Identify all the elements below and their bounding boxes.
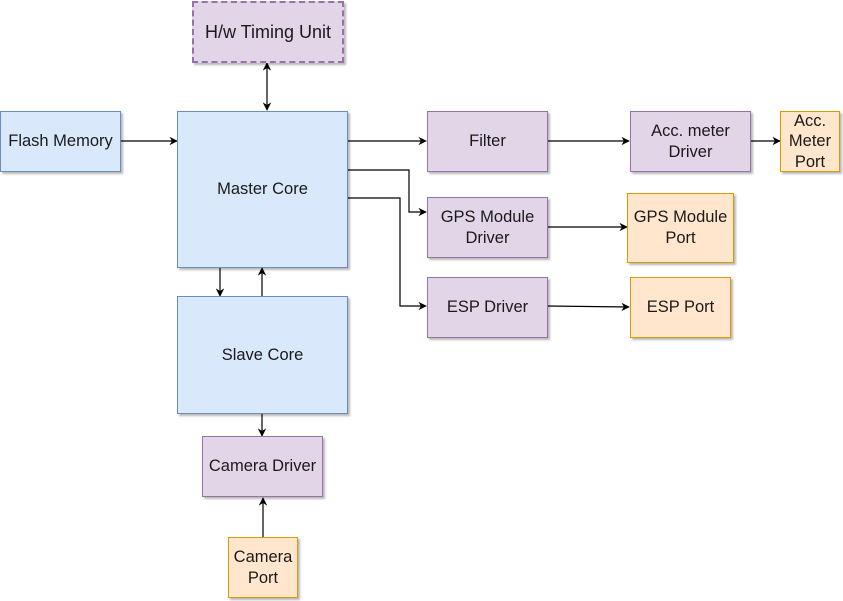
edge-esp-driver-esp-port [546,302,630,312]
acc-meter-driver-node: Acc. meter Driver [630,111,751,172]
gps-module-driver-label: GPS Module Driver [440,207,535,247]
flash-memory-node: Flash Memory [0,111,121,172]
camera-driver-label: Camera Driver [208,457,317,476]
slave-core-node: Slave Core [177,296,348,414]
acc-meter-driver-label: Acc. meter Driver [651,121,730,161]
camera-port-label: Camera Port [233,547,293,587]
acc-meter-port-label: Acc. Meter Port [788,111,832,171]
master-core-label: Master Core [217,180,308,199]
esp-port-label: ESP Port [646,298,715,317]
flash-memory-label: Flash Memory [8,132,113,151]
slave-core-label: Slave Core [221,345,304,364]
gps-module-driver-node: GPS Module Driver [427,197,548,258]
esp-driver-label: ESP Driver [446,298,529,317]
master-core-node: Master Core [177,111,348,268]
hw-timing-unit-node: H/w Timing Unit [192,1,344,63]
edge-master-gps-driver [347,169,427,217]
gps-module-port-label: GPS Module Port [633,208,728,247]
gps-module-port-node: GPS Module Port [627,193,734,263]
camera-port-node: Camera Port [228,537,298,598]
hw-timing-unit-label: H/w Timing Unit [204,21,332,42]
esp-driver-node: ESP Driver [427,277,548,338]
acc-meter-port-node: Acc. Meter Port [780,111,840,172]
esp-port-node: ESP Port [630,277,731,338]
filter-node: Filter [427,111,548,172]
edge-master-esp-driver [347,197,427,311]
filter-label: Filter [469,132,506,151]
camera-driver-node: Camera Driver [202,436,323,497]
